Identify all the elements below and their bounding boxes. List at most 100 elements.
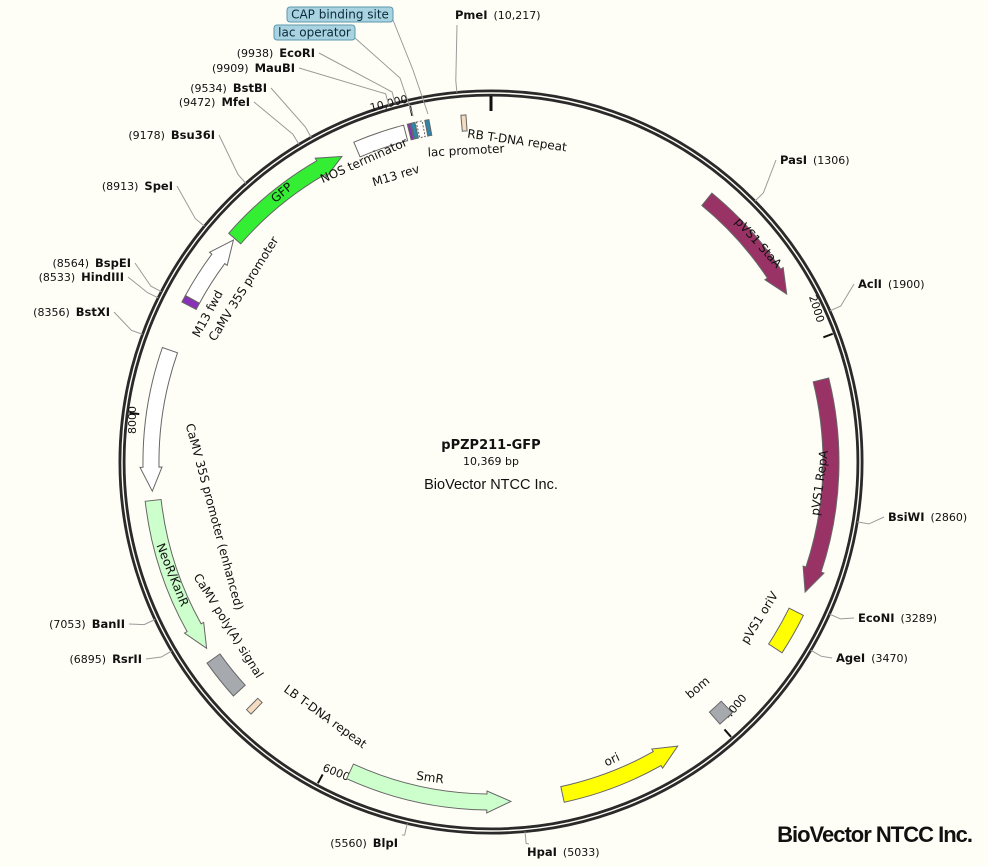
restriction-site-acli[interactable]: AclI(1900) xyxy=(829,277,925,312)
restriction-site-hindiii[interactable]: (8533)HindIII xyxy=(39,270,159,299)
feature-rb-t-dna-repeat[interactable] xyxy=(460,114,468,132)
feature-label: CaMV 35S promoter (enhanced) xyxy=(183,422,246,612)
restriction-site-pmei[interactable]: PmeI (10,217) xyxy=(455,8,541,93)
feature-ori[interactable] xyxy=(560,745,679,803)
enzyme-position: (2860) xyxy=(931,511,968,524)
restriction-site-bstbi[interactable]: (9534)BstBI xyxy=(190,81,312,138)
site-label[interactable]: (9178)Bsu36I xyxy=(128,128,215,142)
site-label[interactable]: (8356)BstXI xyxy=(33,305,110,319)
site-label[interactable]: PmeI (10,217) xyxy=(455,8,541,22)
callout-text: lac operator xyxy=(278,26,351,40)
enzyme-name: PasI xyxy=(780,153,807,167)
site-label[interactable]: (9534)BstBI xyxy=(190,81,267,95)
site-label[interactable]: (9938) EcoRI xyxy=(237,46,315,60)
enzyme-position: (5560) xyxy=(330,837,367,850)
restriction-site-banii[interactable]: (7053)BanII xyxy=(49,617,156,631)
site-leader-line xyxy=(829,283,855,312)
enzyme-name: BspEI xyxy=(95,256,131,270)
feature-gfp[interactable] xyxy=(227,155,343,245)
enzyme-name: BlpI xyxy=(373,836,398,850)
site-label[interactable]: (9909)MauBI xyxy=(212,61,295,75)
site-label[interactable]: (9472)MfeI xyxy=(179,95,250,109)
site-label[interactable]: AclI(1900) xyxy=(858,277,925,291)
watermark-logo: BioVector NTCC Inc. xyxy=(777,822,972,847)
site-label[interactable]: PasI (1306) xyxy=(780,153,850,167)
enzyme-name: PmeI xyxy=(455,8,488,22)
enzyme-position: (10,217) xyxy=(494,9,541,22)
backbone-ring xyxy=(118,89,864,835)
feature-label: bom xyxy=(683,674,712,702)
site-label[interactable]: (7053)BanII xyxy=(49,617,125,631)
site-leader-line xyxy=(857,516,885,525)
backbone-gap xyxy=(121,92,861,832)
site-label[interactable]: (6895)RsrII xyxy=(69,652,142,666)
restriction-site-bstxi[interactable]: (8356)BstXI xyxy=(33,305,143,335)
enzyme-name: BsiWI xyxy=(888,510,925,524)
site-leader-line xyxy=(134,262,162,293)
enzyme-name: MauBI xyxy=(255,61,295,75)
feature-pvs1-oriv[interactable] xyxy=(767,607,805,654)
feature-pvs1-repa[interactable] xyxy=(802,377,840,594)
enzyme-name: EcoRI xyxy=(279,46,315,60)
site-label[interactable]: BsiWI (2860) xyxy=(888,510,967,524)
restriction-site-ecori[interactable]: (9938) EcoRI xyxy=(237,46,396,104)
tick-mark xyxy=(723,728,732,738)
feature-bom[interactable] xyxy=(708,700,734,725)
restriction-site-spei[interactable]: (8913)SpeI xyxy=(102,179,205,227)
plasmid-name: pPZP211-GFP xyxy=(441,438,540,453)
restriction-site-bspei[interactable]: (8564)BspEI xyxy=(52,256,162,293)
enzyme-name: RsrII xyxy=(112,652,142,666)
site-label[interactable]: (8533)HindIII xyxy=(39,270,124,284)
site-leader-line xyxy=(401,823,408,836)
restriction-site-blpi[interactable]: (5560) BlpI xyxy=(330,823,408,850)
site-label[interactable]: (8564)BspEI xyxy=(52,256,131,270)
enzyme-name: BanII xyxy=(92,617,125,631)
site-label[interactable]: AgeI(3470) xyxy=(836,651,908,665)
site-label[interactable]: (8913)SpeI xyxy=(102,179,173,193)
restriction-site-bsiwi[interactable]: BsiWI (2860) xyxy=(857,510,967,525)
tick-label: 8000 xyxy=(126,406,139,434)
feature-camv-35s-promoter[interactable] xyxy=(184,239,235,304)
enzyme-position: (1306) xyxy=(813,154,850,167)
restriction-site-agei[interactable]: AgeI(3470) xyxy=(810,649,908,665)
enzyme-name: AgeI xyxy=(836,651,865,665)
restriction-site-maubi[interactable]: (9909)MauBI xyxy=(212,61,390,106)
enzyme-name: AclI xyxy=(858,277,882,291)
enzyme-name: BstXI xyxy=(76,305,110,319)
feature-nos-terminator[interactable] xyxy=(353,124,409,158)
feature-m13-rev[interactable] xyxy=(406,122,415,141)
restriction-site-hpai[interactable]: HpaI(5033) xyxy=(524,831,599,859)
site-label[interactable]: (5560) BlpI xyxy=(330,836,398,850)
feature-label: SmR xyxy=(415,769,444,787)
feature-lb-t-dna-repeat[interactable] xyxy=(245,697,263,715)
callout-lac-operator[interactable]: lac operator xyxy=(273,24,414,117)
feature-lac-promoter[interactable] xyxy=(415,120,426,139)
feature-smr[interactable] xyxy=(346,763,513,814)
restriction-site-mfei[interactable]: (9472)MfeI xyxy=(179,95,300,145)
site-leader-line xyxy=(318,52,396,104)
center-title: pPZP211-GFP 10,369 bp BioVector NTCC Inc… xyxy=(424,438,558,493)
restriction-site-bsu36i[interactable]: (9178)Bsu36I xyxy=(128,128,247,184)
enzyme-position: (9938) xyxy=(237,47,274,60)
feature-neor-kanr[interactable] xyxy=(144,498,208,650)
callout-line xyxy=(354,37,414,117)
feature-pvs1-staa[interactable] xyxy=(701,192,788,296)
site-label[interactable]: HpaI(5033) xyxy=(527,845,599,859)
feature-camv-35s-promoter-enhanced[interactable] xyxy=(139,346,179,493)
enzyme-name: HindIII xyxy=(81,270,124,284)
feature-lac-operator[interactable] xyxy=(410,121,419,140)
site-label[interactable]: EcoNI(3289) xyxy=(858,611,937,625)
feature-camv-poly-a-signal[interactable] xyxy=(206,653,246,697)
restriction-site-rsrii[interactable]: (6895)RsrII xyxy=(69,650,172,666)
site-leader-line xyxy=(455,24,458,93)
restriction-site-econi[interactable]: EcoNI(3289) xyxy=(829,611,937,625)
site-leader-line xyxy=(298,67,390,106)
callout-line xyxy=(392,19,429,115)
feature-label: LB T-DNA repeat xyxy=(281,682,369,751)
feature-cap-binding-site[interactable] xyxy=(424,119,433,137)
callout-cap-binding-site[interactable]: CAP binding site xyxy=(286,6,429,115)
restriction-site-pasi[interactable]: PasI (1306) xyxy=(754,153,850,202)
